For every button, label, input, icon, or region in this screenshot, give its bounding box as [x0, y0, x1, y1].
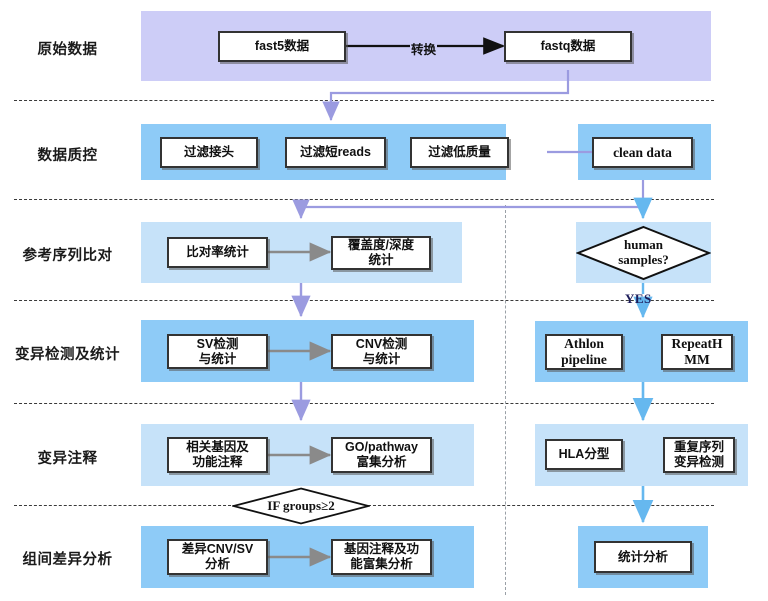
row-label-variant-annotation: 变异注释 — [37, 451, 98, 467]
node-hla-typing[interactable]: HLA分型 — [545, 439, 623, 470]
node-diff-cnv-sv-analysis[interactable]: 差异CNV/SV 分析 — [167, 539, 268, 575]
node-gene-function-enrichment[interactable]: 基因注释及功 能富集分析 — [331, 539, 432, 575]
divider-1 — [14, 100, 714, 101]
decision-human-samples-label: human samples? — [618, 237, 669, 267]
row-label-qc: 数据质控 — [37, 148, 98, 164]
row-label-group-diff: 组间差异分析 — [22, 552, 113, 568]
node-cnv-detection[interactable]: CNV检测 与统计 — [331, 334, 432, 369]
node-go-pathway-enrichment[interactable]: GO/pathway 富集分析 — [331, 437, 432, 473]
divider-2 — [14, 199, 714, 200]
vertical-divider-column — [505, 205, 506, 595]
node-gene-annotation[interactable]: 相关基因及 功能注释 — [167, 437, 268, 473]
row-label-variant-detection: 变异检测及统计 — [15, 347, 120, 363]
node-filter-adapter[interactable]: 过滤接头 — [160, 137, 258, 168]
node-fastq[interactable]: fastq数据 — [504, 31, 632, 62]
node-repeat-variant-detection[interactable]: 重复序列 变异检测 — [663, 437, 735, 473]
edge-label-yes: YES — [625, 291, 652, 306]
node-alignment-rate[interactable]: 比对率统计 — [167, 237, 268, 268]
decision-if-groups-label: IF groups≥2 — [267, 497, 335, 513]
node-repeathmm[interactable]: RepeatH MM — [661, 334, 733, 370]
node-athlon-pipeline[interactable]: Athlon pipeline — [545, 334, 623, 370]
edge-label-convert: 转换 — [410, 39, 438, 58]
node-filter-low-quality[interactable]: 过滤低质量 — [410, 137, 509, 168]
node-filter-short-reads[interactable]: 过滤短reads — [285, 137, 386, 168]
divider-5-left — [14, 505, 236, 506]
row-label-alignment: 参考序列比对 — [22, 248, 113, 264]
node-sv-detection[interactable]: SV检测 与统计 — [167, 334, 268, 369]
node-fast5[interactable]: fast5数据 — [218, 31, 346, 62]
divider-5-right — [368, 505, 714, 506]
diamond-shape-human — [576, 225, 711, 281]
decision-human-samples[interactable]: human samples? — [576, 225, 711, 281]
row-label-raw-data: 原始数据 — [37, 42, 98, 58]
divider-3 — [14, 300, 714, 301]
decision-if-groups[interactable]: IF groups≥2 — [232, 487, 370, 525]
divider-4 — [14, 403, 714, 404]
node-coverage-depth[interactable]: 覆盖度/深度 统计 — [331, 236, 431, 270]
node-statistical-analysis[interactable]: 统计分析 — [594, 541, 692, 573]
node-clean-data[interactable]: clean data — [592, 137, 693, 168]
diamond-shape-groups — [232, 487, 370, 525]
